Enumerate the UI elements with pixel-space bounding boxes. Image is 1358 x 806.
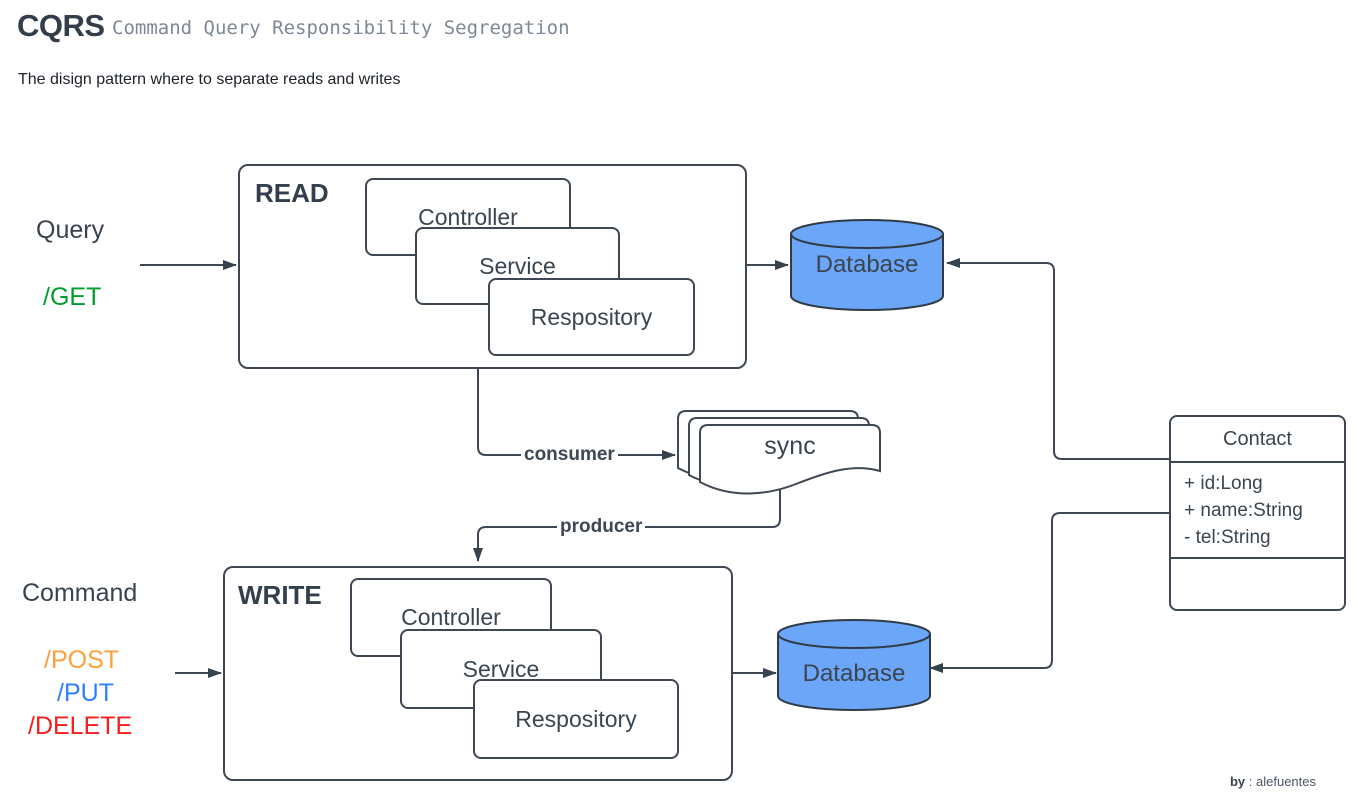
consumer-connector-label: consumer	[521, 444, 618, 466]
byline: by : alefuentes	[1230, 774, 1316, 789]
contact-empty-section	[1171, 559, 1344, 605]
database-label-read: Database	[815, 251, 919, 278]
contact-divider-top	[1171, 461, 1344, 463]
document-front	[699, 424, 881, 495]
post-verb-label: /POST	[44, 646, 120, 674]
get-verb-label: /GET	[43, 283, 102, 311]
query-label: Query	[36, 216, 105, 244]
contact-class-title: Contact	[1223, 427, 1292, 450]
contact-to-read-database-connector	[946, 258, 1169, 460]
command-label: Command	[22, 579, 138, 607]
contact-class-box: Contact + id:Long + name:String - tel:St…	[1169, 415, 1346, 611]
contact-divider-bottom	[1171, 557, 1344, 559]
sync-label: sync	[764, 432, 816, 460]
read-group-label: READ	[255, 178, 329, 208]
sync-documents-shape	[677, 410, 881, 495]
write-group-label: WRITE	[238, 580, 322, 610]
write-layer-repository: Respository	[473, 679, 679, 759]
producer-connector-label: producer	[557, 516, 646, 538]
page-tagline: The disign pattern where to separate rea…	[18, 71, 401, 88]
contact-attribute-tel: - tel:String	[1184, 527, 1271, 548]
contact-attribute-id: + id:Long	[1184, 473, 1263, 494]
database-label-write: Database	[802, 660, 906, 687]
page-title: CQRS	[17, 8, 105, 43]
byline-name: : alefuentes	[1248, 774, 1316, 789]
database-cylinder-write	[777, 619, 931, 711]
byline-by: by	[1229, 774, 1246, 789]
read-to-sync-consumer-connector	[477, 365, 676, 460]
read-layer-repository: Respository	[488, 278, 695, 356]
contact-attribute-name: + name:String	[1184, 500, 1303, 521]
delete-verb-label: /DELETE	[28, 712, 133, 740]
database-cylinder-read	[790, 219, 944, 311]
page-subtitle: Command Query Responsibility Segregation	[112, 17, 570, 39]
contact-to-write-database-connector	[929, 512, 1169, 673]
put-verb-label: /PUT	[57, 679, 114, 707]
